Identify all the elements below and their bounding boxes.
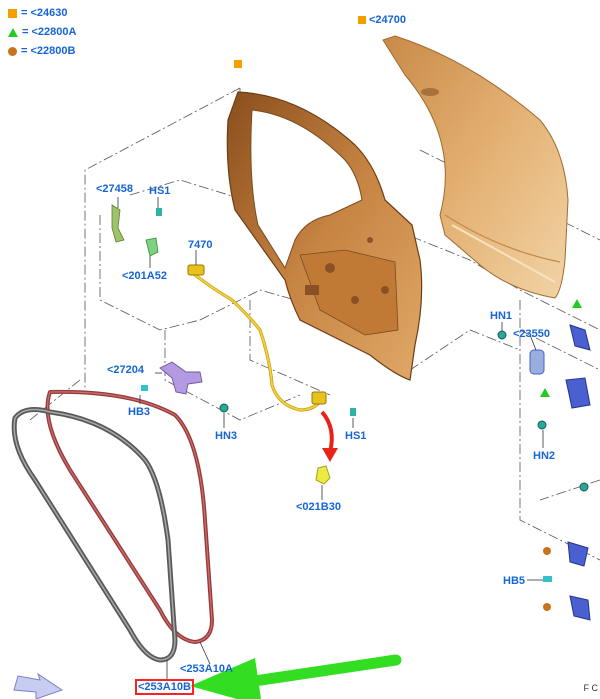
part-label-253A10A: <253A10A [180, 663, 233, 675]
part-label-27458: <27458 [96, 183, 134, 195]
legend-item-circle: = <22800B [8, 44, 75, 58]
part-label-23550: <23550 [513, 328, 551, 340]
fastener-hs1-bottom [350, 408, 356, 416]
fastener-hb5 [543, 576, 552, 582]
markers [234, 16, 582, 611]
view-direction-arrow [13, 672, 64, 699]
clip-201A52 [145, 237, 159, 257]
wiring-harness [187, 264, 327, 412]
fastener-right-edge [579, 482, 589, 492]
fastener-hb3 [141, 385, 148, 391]
green-triangle-icon [8, 27, 18, 37]
part-label-hb5: HB5 [503, 575, 526, 587]
fastener-hn3 [219, 403, 229, 413]
inner-door-frame [226, 91, 423, 381]
part-label-hn1: HN1 [490, 310, 513, 322]
brown-circle-icon [8, 46, 17, 56]
latch-27204 [159, 361, 203, 395]
legend-label: = <22800B [21, 45, 76, 57]
part-label-021B30: <021B30 [296, 501, 341, 513]
green-arrow [190, 654, 402, 699]
check-strap-23550 [529, 349, 545, 375]
bracket-27458 [111, 204, 125, 243]
connector-021B30 [315, 465, 331, 485]
corner-code: F C [583, 683, 599, 693]
fastener-hn1 [497, 330, 507, 340]
part-label-hs1-bottom: HS1 [345, 430, 367, 442]
orange-square-icon [8, 8, 17, 18]
part-label-hn3: HN3 [215, 430, 238, 442]
part-label-201A52: <201A52 [122, 270, 167, 282]
part-label-24700: <24700 [369, 14, 407, 26]
red-arrow [320, 410, 338, 462]
label-leaders [117, 197, 544, 680]
fastener-hs1-top [156, 208, 162, 216]
legend-label: = <24630 [21, 7, 68, 19]
door-seals [11, 389, 214, 663]
part-label-7470: 7470 [188, 239, 213, 251]
legend-item-square: = <24630 [8, 6, 68, 20]
legend-label: = <22800A [22, 26, 77, 38]
hinge-middle [565, 377, 591, 409]
part-label-hn2: HN2 [533, 450, 556, 462]
part-label-27204: <27204 [107, 364, 145, 376]
outer-door-skin [382, 35, 569, 299]
fastener-hn2 [537, 420, 547, 430]
hinge-lower-2 [569, 595, 591, 621]
hinge-upper [569, 324, 591, 351]
part-label-253A10B-highlighted: <253A10B [135, 679, 194, 695]
part-label-hb3: HB3 [128, 406, 151, 418]
part-label-hs1-top: HS1 [149, 185, 171, 197]
legend-item-triangle: = <22800A [8, 25, 76, 39]
hinge-lower-1 [567, 541, 589, 567]
